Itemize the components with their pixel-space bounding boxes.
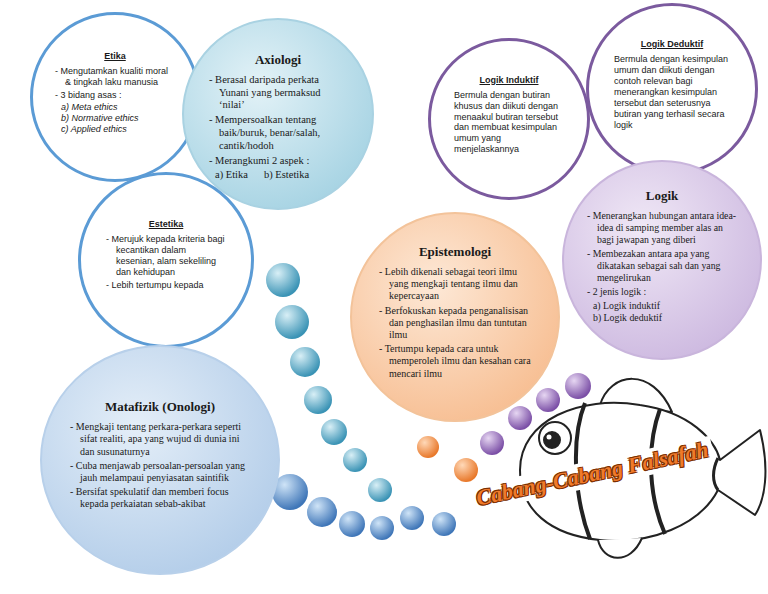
text-area: Epistemologi - Lebih dikenali sebagai teo… — [379, 244, 531, 382]
branch-circle: Axiologi - Berasal daripada perkata Yunan… — [182, 18, 374, 210]
body-text: a) Meta ethics — [55, 102, 175, 113]
body-text: - Lebih dikenali sebagai teori ilmu yang… — [379, 266, 531, 303]
body-text: - Menerangkan hubungan antara idea-idea … — [587, 210, 737, 246]
body-text: c) Applied ethics — [55, 124, 175, 135]
text-area: Etika - Mengutamkan kualiti moral & tingk… — [55, 51, 175, 136]
body-text: - Lebih tertumpu kepada — [106, 280, 226, 291]
text-area: Axiologi - Berasal daripada perkata Yunan… — [209, 52, 347, 182]
branch-circle: Matafizik (Onologi) - Mengkaji tentang pe… — [40, 345, 280, 575]
body-text: b) Estetika — [264, 169, 309, 182]
circle-heading: Logik Induktif — [454, 75, 564, 86]
circle-heading: Epistemologi — [379, 244, 531, 260]
text-area: Logik DeduktifBermula dengan kesimpulan … — [614, 39, 730, 131]
body-text: - Cuba menjawab persoalan-persoalan yang… — [70, 460, 250, 484]
branch-circle: Etika - Mengutamkan kualiti moral & tingk… — [30, 12, 200, 182]
body-text: b) Normative ethics — [55, 113, 175, 124]
text-area: Logik - Menerangkan hubungan antara idea-… — [587, 188, 737, 323]
body-text: - Bersifat spekulatif dan memberi focus … — [70, 486, 250, 510]
body-text: - Mengkaji tentang perkara-perkara seper… — [70, 421, 250, 458]
branch-circle: Estetika - Merujuk kepada kriteria bagi k… — [78, 172, 254, 348]
circle-heading: Estetika — [106, 219, 226, 230]
body-text: Bermula dengan kesimpulan umum dan diiku… — [614, 54, 730, 131]
body-text: - Berfokuskan kepada penganalisisan dan … — [379, 305, 531, 342]
body-text: - Berasal daripada perkata Yunani yang b… — [209, 74, 347, 112]
text-area: Matafizik (Onologi) - Mengkaji tentang pe… — [70, 399, 250, 512]
text-area: Estetika - Merujuk kepada kriteria bagi k… — [106, 219, 226, 293]
branch-circle: Logik DeduktifBermula dengan kesimpulan … — [586, 3, 758, 175]
body-text: - Mempersoalkan tentang baik/buruk, bena… — [209, 114, 347, 152]
branch-circle: Logik InduktifBermula dengan butiran khu… — [428, 38, 590, 200]
circle-outline — [182, 18, 374, 210]
body-text: - Merujuk kepada kriteria bagi kecantika… — [106, 234, 226, 278]
branch-circle: Logik - Menerangkan hubungan antara idea-… — [562, 160, 762, 360]
body-text: Bermula dengan butiran khusus dan diikut… — [454, 90, 564, 156]
aspect-row: a) Etika b) Estetika — [209, 169, 347, 182]
body-text: - 2 jenis logik : — [587, 286, 737, 298]
branch-circle: Epistemologi - Lebih dikenali sebagai teo… — [350, 212, 560, 422]
body-text: a) Etika — [215, 169, 248, 182]
body-text: - 3 bidang asas : — [55, 90, 175, 101]
body-text: a) Logik induktif — [587, 300, 737, 312]
circle-heading: Logik — [587, 188, 737, 204]
body-text: - Membezakan antara apa yang dikatakan s… — [587, 248, 737, 284]
body-text: - Mengutamkan kualiti moral & tingkah la… — [55, 66, 175, 88]
circle-heading: Etika — [55, 51, 175, 62]
circle-heading: Axiologi — [209, 52, 347, 68]
body-text: - Tertumpu kepada cara untuk memperoleh … — [379, 343, 531, 380]
body-text: b) Logik deduktif — [587, 312, 737, 324]
circle-heading: Logik Deduktif — [614, 39, 730, 50]
circle-heading: Matafizik (Onologi) — [70, 399, 250, 415]
body-text: - Merangkumi 2 aspek : — [209, 155, 347, 168]
text-area: Logik InduktifBermula dengan butiran khu… — [454, 75, 564, 156]
